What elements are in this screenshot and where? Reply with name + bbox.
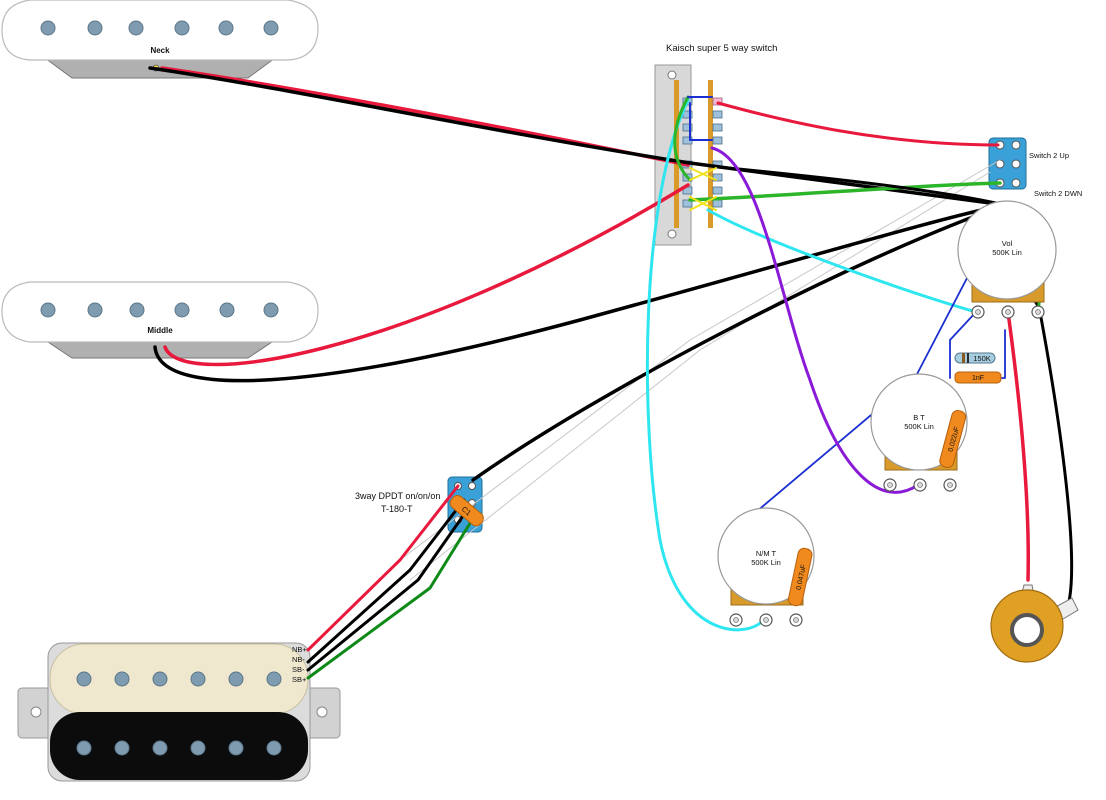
switch2-up-label: Switch 2 Up [1029, 151, 1069, 160]
neck-pickup-label: Neck [150, 46, 170, 55]
bt-pot-label-line2: 500K Lin [904, 422, 934, 431]
nmt-pot-label-line2: 500K Lin [751, 558, 781, 567]
switch5way-label: Kaisch super 5 way switch [666, 43, 777, 54]
output-jack [990, 584, 1079, 663]
switch3way-label-line1: 3way DPDT on/on/on [355, 491, 440, 501]
neck-middle-tone-pot: N/M T 500K Lin 0.047uF [717, 507, 815, 627]
vol-pot-label-line2: 500K Lin [992, 248, 1022, 257]
treble-bleed: 150K 1nF [954, 352, 1002, 384]
switch3way-cap: C1 [449, 495, 484, 527]
hb-terminal-nb-plus: NB+ [292, 645, 307, 654]
humbucker-pickup: NB+ NB- SB- SB+ [17, 642, 341, 782]
neck-pickup: Neck [1, 0, 319, 79]
switch-2: Switch 2 Up Switch 2 DWN [988, 137, 1082, 198]
wires [148, 66, 1074, 680]
bt-pot-label-line1: B T [913, 413, 925, 422]
nmt-pot-label-line1: N/M T [756, 549, 777, 558]
hb-terminal-sb-minus: SB- [292, 665, 305, 674]
hb-terminal-nb-minus: NB- [292, 655, 305, 664]
bridge-tone-pot: B T 500K Lin 0.022uF [870, 373, 968, 492]
switch2-down-label: Switch 2 DWN [1034, 189, 1082, 198]
resistor-label: 150K [973, 354, 991, 363]
hb-terminal-sb-plus: SB+ [292, 675, 307, 684]
volume-pot: Vol 500K Lin [957, 200, 1057, 319]
switch3way-label-line2: T-180-T [381, 504, 413, 514]
middle-pickup: Middle [1, 281, 319, 359]
middle-pickup-label: Middle [147, 326, 173, 335]
vol-pot-label-line1: Vol [1002, 239, 1013, 248]
bleed-cap-label: 1nF [972, 375, 984, 382]
